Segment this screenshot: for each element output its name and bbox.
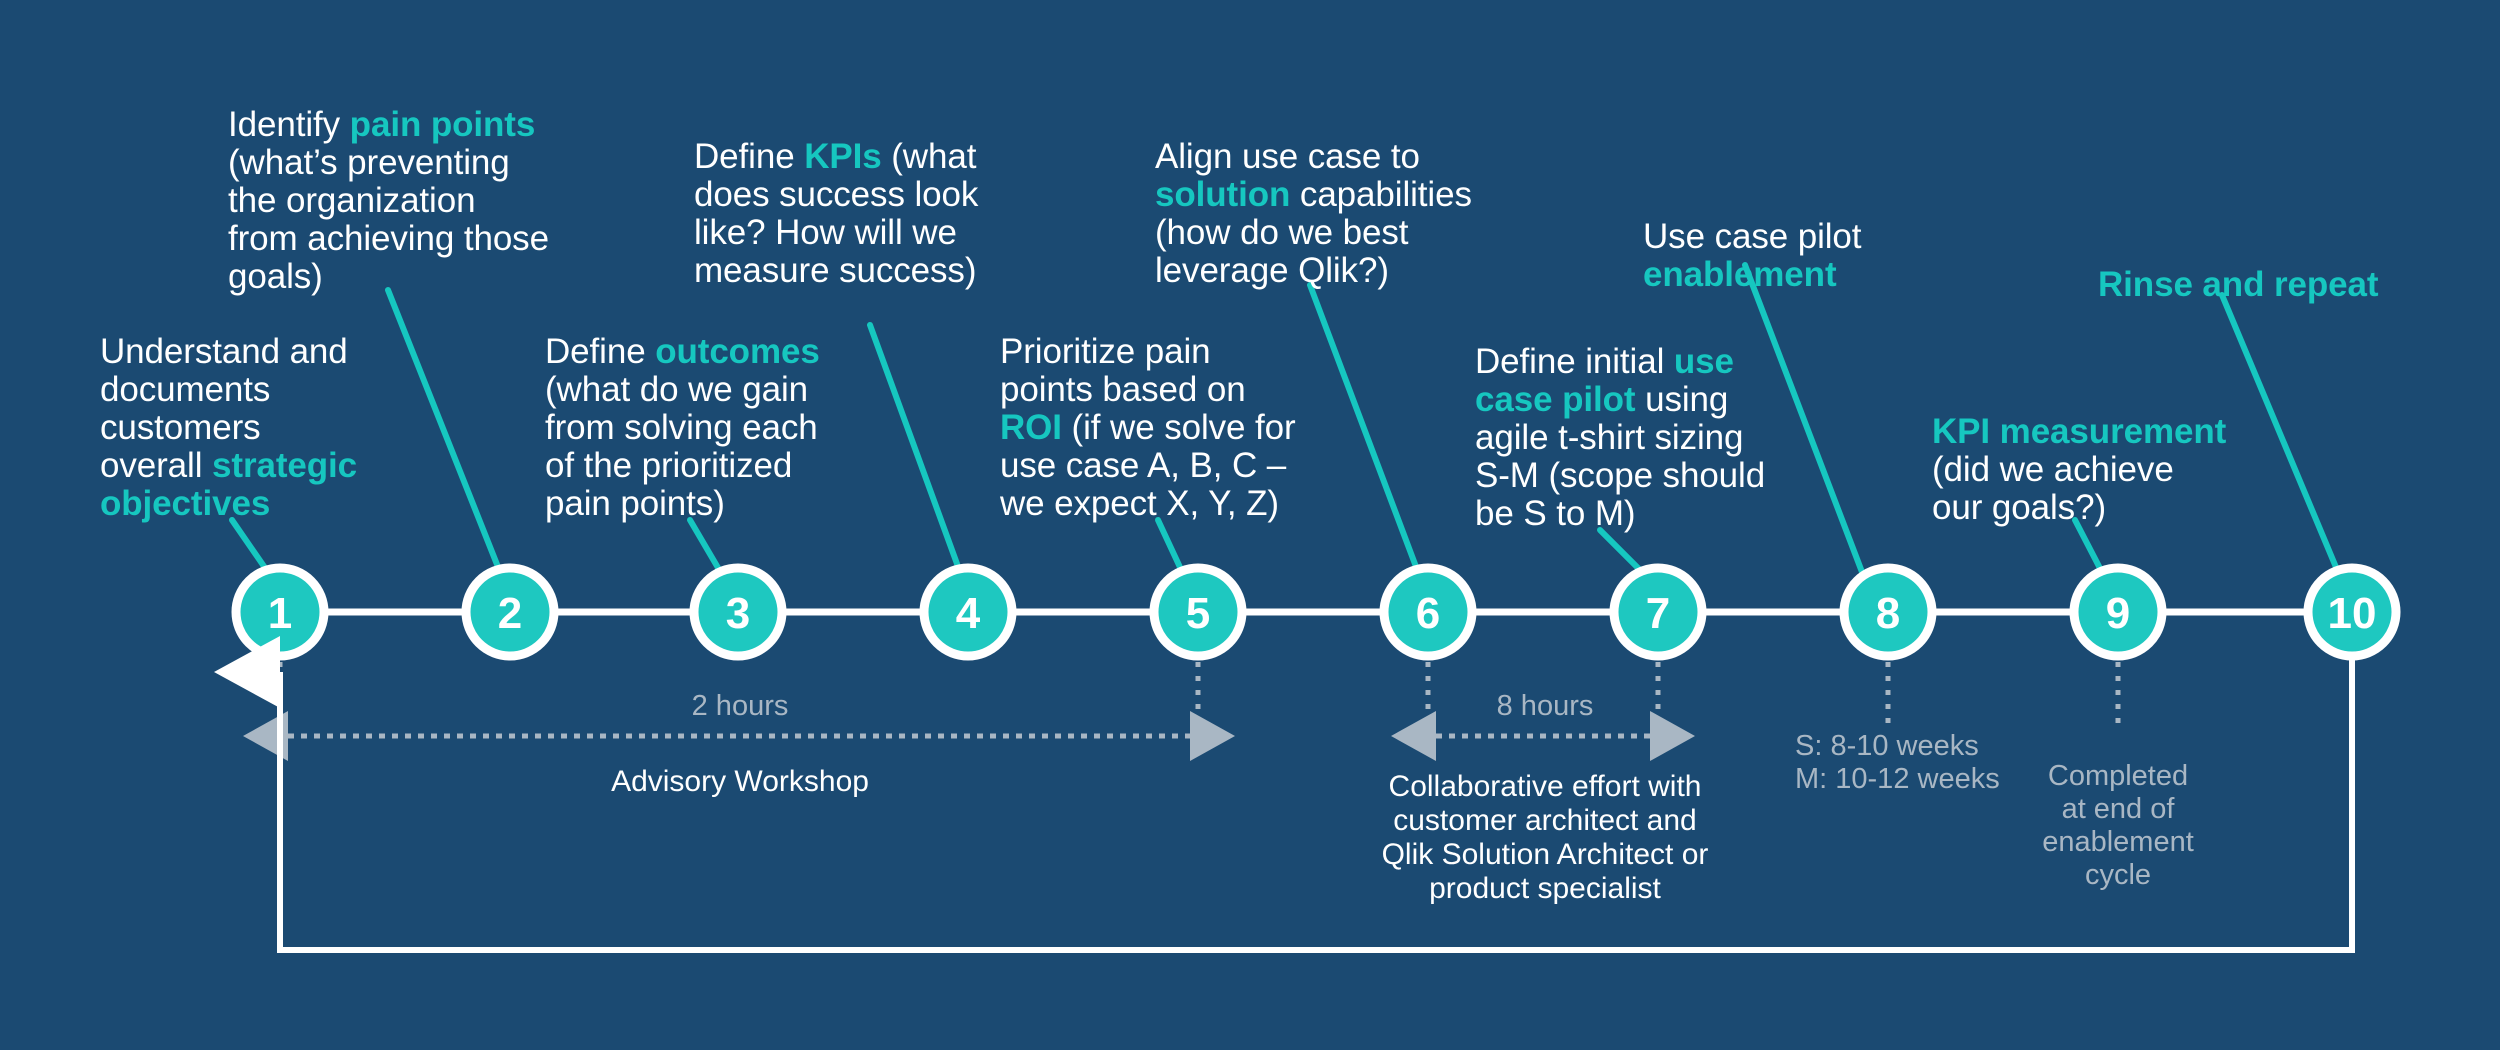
timeline-nodes: 1 2 3 4 5 6 7 <box>231 563 2401 661</box>
callout-step-8: Use case pilot enablement <box>1643 180 1943 294</box>
node-label: 2 <box>498 589 522 638</box>
callout-text-highlight: KPIs <box>804 137 882 176</box>
callout-text-post: (what does success look like? How will w… <box>694 137 979 290</box>
callout-step-10: Rinse and repeat <box>2098 228 2438 304</box>
leader-line-2 <box>385 287 503 575</box>
annotation-workshop-duration: 2 hours <box>691 690 789 722</box>
leader-line-6 <box>1307 282 1421 575</box>
timeline-node-8[interactable]: 8 <box>1839 563 1937 661</box>
timeline-node-9[interactable]: 9 <box>2069 563 2167 661</box>
callout-text-pre: Identify <box>228 105 350 144</box>
callout-text-pre: Prioritize pain points based on <box>1000 332 1246 409</box>
dotted-droppers <box>277 662 2121 736</box>
callout-step-3: Define outcomes (what do we gain from so… <box>545 295 845 523</box>
callout-step-9: KPI measurement (did we achieve our goal… <box>1932 375 2252 527</box>
callout-step-5: Prioritize pain points based on ROI (if … <box>1000 295 1300 523</box>
callout-text-post: (if we solve for use case A, B, C – we e… <box>1000 408 1296 523</box>
callout-text-pre: Define <box>545 332 656 371</box>
node-label: 3 <box>726 589 750 638</box>
annotation-collab-duration: 8 hours <box>1496 690 1594 722</box>
annotation-collab-label: Collaborative effort with customer archi… <box>1381 770 1709 905</box>
callout-step-7: Define initial use case pilot using agil… <box>1475 305 1795 533</box>
timeline-node-10[interactable]: 10 <box>2303 563 2401 661</box>
callout-step-2: Identify pain points (what’s preventing … <box>228 68 568 296</box>
timeline-node-4[interactable]: 4 <box>919 563 1017 661</box>
callout-text-highlight: solution <box>1155 175 1291 214</box>
callout-text-highlight: ROI <box>1000 408 1062 447</box>
timeline-node-2[interactable]: 2 <box>461 563 559 661</box>
callout-text-highlight: Rinse and repeat <box>2098 265 2379 304</box>
node-label: 5 <box>1186 589 1210 638</box>
callout-text-pre: Understand and documents customers overa… <box>100 332 348 485</box>
timeline-node-1[interactable]: 1 <box>231 563 329 661</box>
node-label: 7 <box>1646 589 1670 638</box>
node-label: 1 <box>268 589 292 638</box>
callout-text-post: using agile t-shirt sizing S-M (scope sh… <box>1475 380 1766 533</box>
annotation-kpi-timing: Completed at end of enablement cycle <box>2042 760 2194 891</box>
node-label: 10 <box>2328 589 2377 638</box>
callout-text-pre: Use case pilot <box>1643 217 1862 256</box>
callout-text-highlight: strategic objectives <box>100 446 358 523</box>
leader-line-4 <box>867 322 963 575</box>
node-label: 9 <box>2106 589 2130 638</box>
timeline-node-6[interactable]: 6 <box>1379 563 1477 661</box>
callout-text-highlight: pain points <box>349 105 536 144</box>
leader-line-10 <box>2219 292 2341 575</box>
node-label: 6 <box>1416 589 1440 638</box>
callout-text-highlight: enablement <box>1643 255 1837 294</box>
callout-step-1: Understand and documents customers overa… <box>100 295 400 523</box>
callout-text-pre: Align use case to <box>1155 137 1420 176</box>
callout-text-highlight: use case pilot <box>1475 342 1734 419</box>
callout-step-4: Define KPIs (what does success look like… <box>694 100 994 290</box>
annotation-workshop-label: Advisory Workshop <box>611 765 869 798</box>
callout-text-pre: Define initial <box>1475 342 1674 381</box>
timeline-node-5[interactable]: 5 <box>1149 563 1247 661</box>
leader-line-8 <box>1742 262 1865 575</box>
callout-text-post: (what do we gain from solving each of th… <box>545 370 818 523</box>
leader-lines <box>229 262 2341 581</box>
callout-text-highlight: KPI measurement <box>1932 412 2227 451</box>
feedback-loop <box>214 636 2355 953</box>
timeline-node-7[interactable]: 7 <box>1609 563 1707 661</box>
annotation-pilot-sizing: S: 8-10 weeks M: 10-12 weeks <box>1795 730 2000 795</box>
node-label: 8 <box>1876 589 1900 638</box>
timeline-node-3[interactable]: 3 <box>689 563 787 661</box>
callout-text-post: capabilities (how do we best leverage Ql… <box>1155 175 1472 290</box>
callout-text-highlight: outcomes <box>655 332 820 371</box>
callout-text-post: (what’s preventing the organization from… <box>228 143 549 296</box>
callout-text-post: (did we achieve our goals?) <box>1932 450 2174 527</box>
node-label: 4 <box>956 589 981 638</box>
callout-step-6: Align use case to solution capabilities … <box>1155 100 1475 290</box>
callout-text-pre: Define <box>694 137 805 176</box>
